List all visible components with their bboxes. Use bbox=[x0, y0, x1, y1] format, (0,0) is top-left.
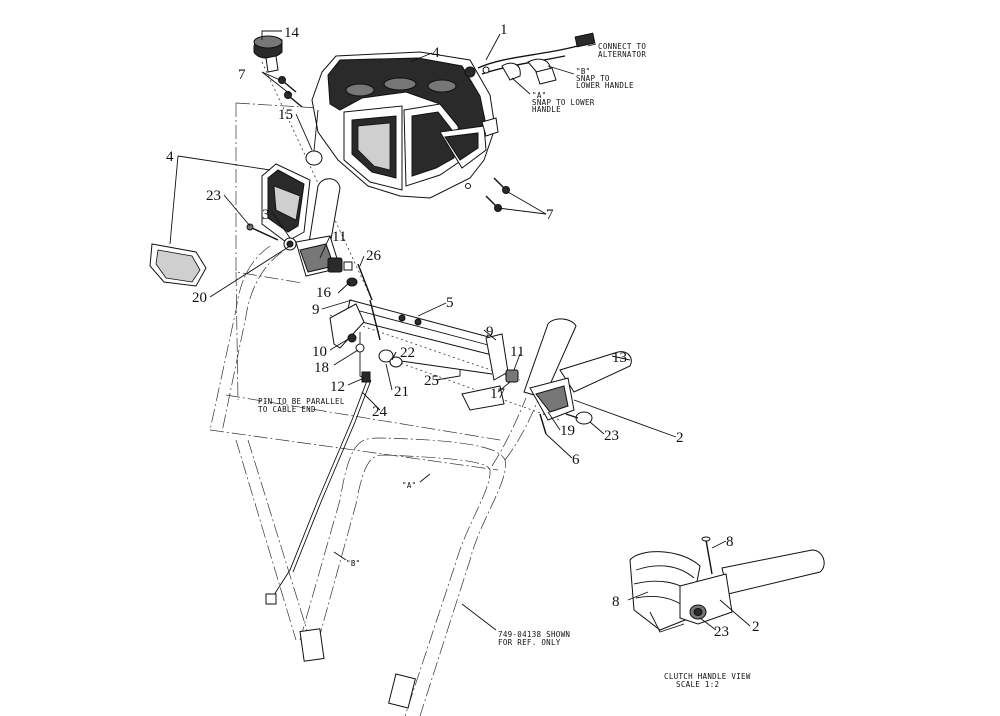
callout-24: 24 bbox=[372, 404, 388, 420]
note-snap-b-line2: SNAP TO bbox=[576, 74, 610, 83]
note-snap-b-line1: "B" bbox=[576, 67, 590, 76]
control-cable bbox=[265, 371, 372, 605]
callout-21: 21 bbox=[394, 384, 409, 400]
callout-26: 26 bbox=[366, 248, 382, 264]
wire-harness bbox=[464, 32, 596, 85]
callout-7-upper: 7 bbox=[238, 67, 246, 83]
note-snap-a-line3: HANDLE bbox=[532, 105, 561, 114]
callout-1: 1 bbox=[500, 22, 508, 38]
callout-7-lower: 7 bbox=[546, 207, 554, 223]
callout-13: 13 bbox=[612, 350, 627, 366]
dash-panel bbox=[311, 51, 499, 199]
callout-9-left: 9 bbox=[312, 302, 320, 318]
note-connect-line2: ALTERNATOR bbox=[598, 50, 646, 59]
note-pin-line2: TO CABLE END bbox=[258, 405, 316, 414]
left-handle-tube bbox=[209, 245, 283, 433]
lower-handle bbox=[235, 394, 541, 716]
callout-5: 5 bbox=[446, 295, 454, 311]
callout-3: 3 bbox=[262, 207, 270, 223]
note-pin-line1: PIN TO BE PARALLEL bbox=[258, 397, 345, 406]
clutch-handle-detail bbox=[629, 536, 825, 633]
callout-8-side: 8 bbox=[612, 594, 620, 610]
note-ref-line1: 749-04138 SHOWN bbox=[498, 630, 570, 639]
callout-6: 6 bbox=[572, 452, 580, 468]
callout-18: 18 bbox=[314, 360, 329, 376]
callout-23-right: 23 bbox=[604, 428, 619, 444]
left-cover bbox=[261, 163, 311, 243]
callout-16: 16 bbox=[316, 285, 332, 301]
callout-25: 25 bbox=[424, 373, 439, 389]
note-snap-a-line2: SNAP TO LOWER bbox=[532, 98, 595, 107]
plunger bbox=[305, 109, 323, 166]
callout-19: 19 bbox=[560, 423, 575, 439]
note-snap-a-line1: "A" bbox=[532, 91, 546, 100]
callout-23-left: 23 bbox=[206, 188, 221, 204]
upper-left-handle bbox=[246, 178, 358, 287]
knob bbox=[253, 35, 283, 73]
handle-marker-a: "A" bbox=[402, 481, 416, 490]
note-connect-line1: CONNECT TO bbox=[598, 42, 646, 51]
callout-4-cover: 4 bbox=[166, 149, 174, 165]
callout-2-handle: 2 bbox=[676, 430, 684, 446]
leader-lines bbox=[169, 30, 751, 631]
callout-22: 22 bbox=[400, 345, 415, 361]
note-snap-b-line3: LOWER HANDLE bbox=[576, 81, 634, 90]
callout-4-dash: 4 bbox=[432, 45, 440, 61]
callout-14: 14 bbox=[284, 25, 300, 41]
control-bracket bbox=[329, 263, 519, 411]
detail-view-title: CLUTCH HANDLE VIEW bbox=[664, 672, 751, 681]
handle-marker-b: "B" bbox=[346, 559, 360, 568]
detail-view-scale: SCALE 1:2 bbox=[676, 680, 719, 689]
callout-8-pin: 8 bbox=[726, 534, 734, 550]
callout-12: 12 bbox=[330, 379, 345, 395]
note-ref-line2: FOR REF. ONLY bbox=[498, 638, 561, 647]
callout-2-detail: 2 bbox=[752, 619, 760, 635]
alignment-lines bbox=[261, 61, 561, 421]
dash-screws bbox=[278, 76, 510, 212]
callout-10: 10 bbox=[312, 344, 327, 360]
callout-9-right: 9 bbox=[486, 324, 494, 340]
right-handle bbox=[523, 318, 632, 435]
phantom-outline bbox=[209, 102, 501, 471]
callout-17: 17 bbox=[490, 386, 506, 402]
callout-15: 15 bbox=[278, 107, 293, 123]
diagram-notes: CONNECT TO ALTERNATOR "B" SNAP TO LOWER … bbox=[258, 42, 751, 689]
callout-23-detail: 23 bbox=[714, 624, 729, 640]
lens-cover bbox=[149, 243, 207, 287]
callout-11-right: 11 bbox=[510, 344, 524, 360]
callout-11-left: 11 bbox=[332, 229, 346, 245]
callout-20: 20 bbox=[192, 290, 207, 306]
callout-labels: 1 2 2 3 4 4 5 6 7 7 8 8 9 9 10 11 11 12 … bbox=[166, 22, 760, 640]
